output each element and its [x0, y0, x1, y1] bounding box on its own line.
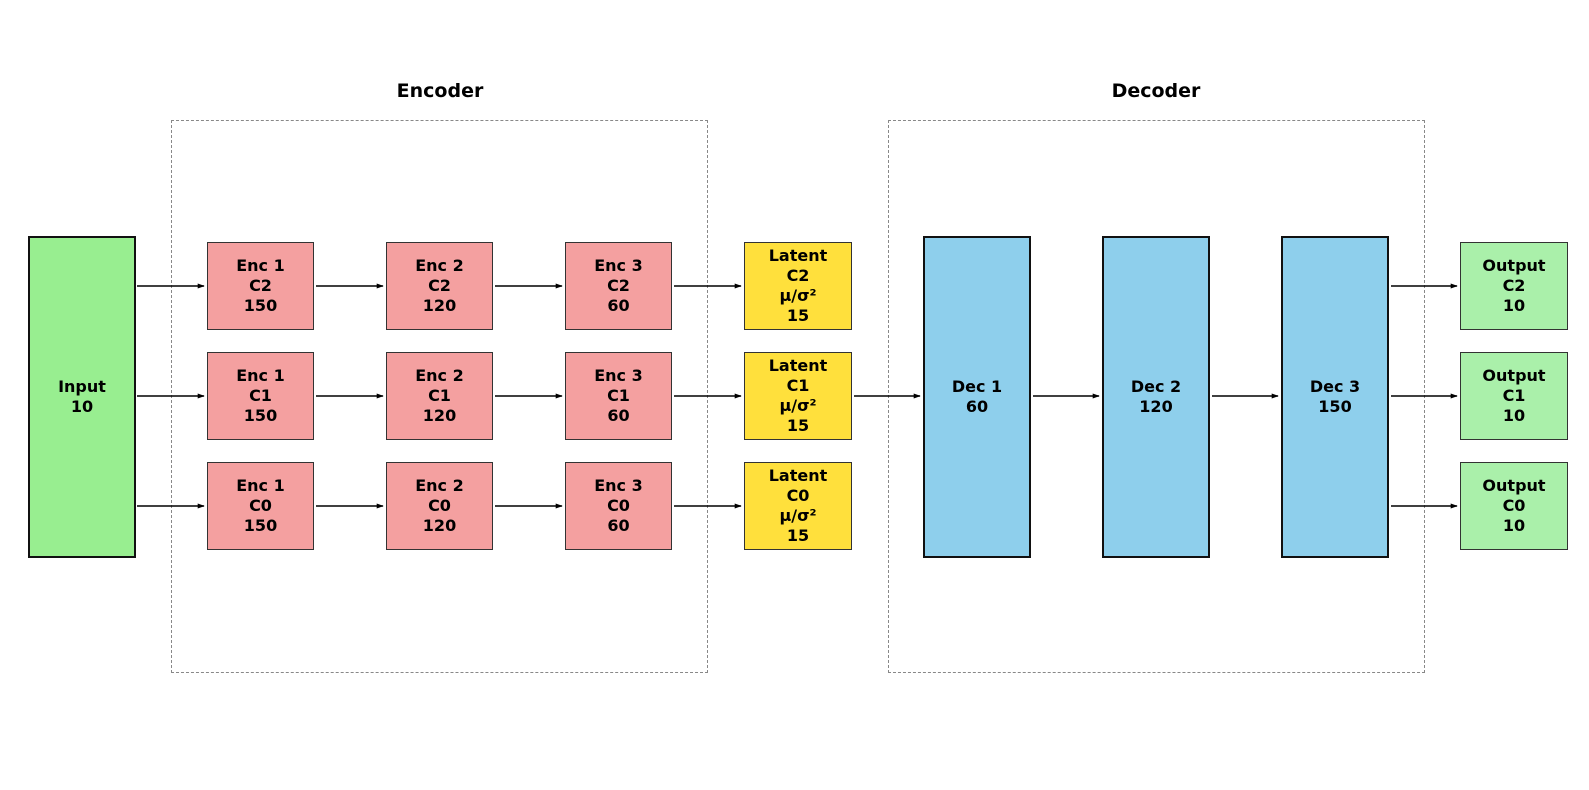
node-name: Output — [1482, 256, 1546, 275]
node-size: 120 — [422, 296, 457, 315]
input-size: 10 — [70, 397, 94, 416]
encoder-group-title: Encoder — [396, 80, 484, 102]
node-class: C0 — [786, 486, 810, 505]
node-name: Output — [1482, 366, 1546, 385]
node-name: Dec 3 — [1309, 377, 1361, 396]
node-size: 60 — [607, 406, 630, 425]
input-label: Input — [58, 377, 106, 396]
node-size: 60 — [607, 296, 630, 315]
node-class: C1 — [607, 386, 630, 405]
node-class: C2 — [428, 276, 451, 295]
node-class: C0 — [607, 496, 630, 515]
node-class: C0 — [1502, 496, 1526, 515]
node-name: Latent — [768, 356, 828, 375]
node-class: C0 — [249, 496, 272, 515]
node-class: C1 — [786, 376, 810, 395]
enc2-c1-node: Enc 2 C1 120 — [386, 352, 493, 440]
dec2-node: Dec 2 120 — [1102, 236, 1210, 558]
enc2-c2-node: Enc 2 C2 120 — [386, 242, 493, 330]
node-name: Enc 2 — [415, 476, 464, 495]
node-name: Enc 1 — [236, 476, 285, 495]
enc3-c2-node: Enc 3 C2 60 — [565, 242, 672, 330]
node-size: 150 — [243, 516, 278, 535]
node-size: 60 — [607, 516, 630, 535]
enc2-c0-node: Enc 2 C0 120 — [386, 462, 493, 550]
node-name: Output — [1482, 476, 1546, 495]
node-class: C1 — [1502, 386, 1526, 405]
output-c2-node: Output C2 10 — [1460, 242, 1568, 330]
node-size: 120 — [422, 516, 457, 535]
node-name: Enc 3 — [594, 256, 643, 275]
node-size: 60 — [965, 397, 989, 416]
decoder-group-title: Decoder — [1111, 80, 1201, 102]
node-size: 10 — [1502, 406, 1526, 425]
node-name: Enc 1 — [236, 256, 285, 275]
latent-c2-node: Latent C2 μ/σ² 15 — [744, 242, 852, 330]
dec1-node: Dec 1 60 — [923, 236, 1031, 558]
node-name: Enc 2 — [415, 256, 464, 275]
node-class: C2 — [607, 276, 630, 295]
node-class: C1 — [428, 386, 451, 405]
output-c0-node: Output C0 10 — [1460, 462, 1568, 550]
node-name: Dec 2 — [1130, 377, 1182, 396]
enc1-c1-node: Enc 1 C1 150 — [207, 352, 314, 440]
enc1-c0-node: Enc 1 C0 150 — [207, 462, 314, 550]
node-name: Latent — [768, 466, 828, 485]
node-size: 120 — [422, 406, 457, 425]
node-name: Enc 3 — [594, 366, 643, 385]
node-class: C2 — [786, 266, 810, 285]
latent-c1-node: Latent C1 μ/σ² 15 — [744, 352, 852, 440]
node-size: 15 — [786, 526, 810, 545]
enc3-c0-node: Enc 3 C0 60 — [565, 462, 672, 550]
node-size: 15 — [786, 416, 810, 435]
node-class: C2 — [249, 276, 272, 295]
node-name: Latent — [768, 246, 828, 265]
node-size: 150 — [1318, 397, 1352, 416]
node-size: 15 — [786, 306, 810, 325]
node-size: 10 — [1502, 296, 1526, 315]
node-size: 10 — [1502, 516, 1526, 535]
node-class: C1 — [249, 386, 272, 405]
enc1-c2-node: Enc 1 C2 150 — [207, 242, 314, 330]
node-param: μ/σ² — [779, 506, 817, 525]
node-class: C2 — [1502, 276, 1526, 295]
node-class: C0 — [428, 496, 451, 515]
node-name: Enc 1 — [236, 366, 285, 385]
node-param: μ/σ² — [779, 396, 817, 415]
latent-c0-node: Latent C0 μ/σ² 15 — [744, 462, 852, 550]
node-param: μ/σ² — [779, 286, 817, 305]
node-size: 150 — [243, 406, 278, 425]
output-c1-node: Output C1 10 — [1460, 352, 1568, 440]
input-node: Input 10 — [28, 236, 136, 558]
node-name: Enc 2 — [415, 366, 464, 385]
node-size: 150 — [243, 296, 278, 315]
dec3-node: Dec 3 150 — [1281, 236, 1389, 558]
enc3-c1-node: Enc 3 C1 60 — [565, 352, 672, 440]
node-name: Enc 3 — [594, 476, 643, 495]
node-size: 120 — [1139, 397, 1173, 416]
node-name: Dec 1 — [951, 377, 1003, 396]
